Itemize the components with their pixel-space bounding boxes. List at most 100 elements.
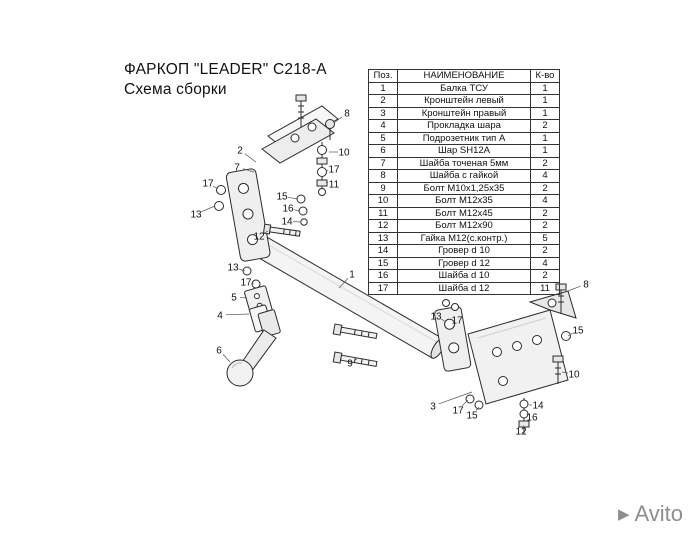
callout-leader-line [333,116,343,124]
callout-10: 10 [338,148,350,159]
callout-leader-line [355,358,358,361]
qty-cell: 2 [530,269,560,283]
table-header-row: Поз. НАИМЕНОВАНИЕ К-во [368,69,560,83]
qty-cell: 1 [530,106,560,120]
pos-cell: 4 [368,119,398,133]
callout-17: 17 [451,316,463,327]
watermark-label: Avito [634,501,683,526]
callout-15: 15 [276,192,288,203]
top-bolt [295,94,335,140]
callout-leader-line [451,325,455,330]
callout-leader-line [264,230,269,234]
callout-leader-line [239,297,248,299]
name-cell: Шайба d 12 [397,281,531,295]
name-cell: Балка ТСУ [397,81,531,95]
callout-11: 11 [329,180,340,191]
qty-cell: 2 [530,206,560,220]
callout-leader-line [242,168,255,173]
bolt-m12x90 [262,223,301,237]
pos-cell: 8 [368,169,398,183]
qty-cell: 5 [530,231,560,245]
header-name: НАИМЕНОВАНИЕ [397,69,531,83]
qty-cell: 1 [530,81,560,95]
beam-end-plate [434,306,472,372]
pos-cell: 5 [368,131,398,145]
bottom-fastener-stack [518,398,530,434]
qty-cell: 1 [530,144,560,158]
callout-15: 15 [572,326,584,337]
name-cell: Кронштейн правый [397,106,531,120]
pos-cell: 2 [368,94,398,108]
right-bracket [467,290,577,405]
name-cell: Шайба d 10 [397,269,531,283]
callout-16: 16 [526,413,538,424]
callout-leader-line [293,209,300,212]
name-cell: Болт М12х90 [397,219,531,233]
callout-leader-line [238,268,246,272]
callout-13: 13 [227,263,239,274]
callout-9: 9 [347,359,353,370]
callout-leader-line [287,196,298,200]
nut-stack [296,194,308,226]
pos-cell: 1 [368,81,398,95]
pos-cell: 9 [368,181,398,195]
callout-17: 17 [240,278,252,289]
right-bolts [552,283,571,384]
top-strap-plates [261,105,339,164]
name-cell: Кронштейн левый [397,94,531,108]
callout-leader-line [201,205,216,212]
page-title: ФАРКОП "LEADER" C218-A Схема сборки [124,60,327,100]
name-cell: Гайка М12(с.контр.) [397,231,531,245]
name-cell: Гровер d 10 [397,244,531,258]
qty-cell: 2 [530,244,560,258]
qty-cell: 2 [530,156,560,170]
callout-leader-line [222,354,231,363]
callout-10: 10 [568,370,580,381]
pos-cell: 16 [368,269,398,283]
bracket-washers [465,394,484,410]
pos-cell: 10 [368,194,398,208]
callout-17: 17 [452,406,464,417]
tow-ball [226,329,277,387]
callout-4: 4 [217,311,223,322]
callout-leader-line [212,185,219,190]
name-cell: Подрозетник тип А [397,131,531,145]
callout-leader-line [461,399,469,407]
qty-cell: 1 [530,94,560,108]
header-pos: Поз. [368,69,398,83]
pos-cell: 13 [368,231,398,245]
mid-fasteners [242,266,261,289]
pos-cell: 15 [368,256,398,270]
ball-bolts [332,323,378,367]
callout-8: 8 [344,109,350,120]
callout-leader-line [561,371,569,374]
callout-leader-line [526,414,529,416]
name-cell: Болт М10х1,25х35 [397,181,531,195]
callout-15: 15 [466,411,478,422]
callout-12: 12 [253,232,265,243]
pos-cell: 3 [368,106,398,120]
callout-1: 1 [349,270,355,281]
callout-7: 7 [234,163,240,174]
strap-fastener-stack [316,142,328,196]
callout-16: 16 [282,204,294,215]
qty-cell: 4 [530,256,560,270]
name-cell: Шайба точеная 5мм [397,156,531,170]
callout-leader-line [292,221,301,223]
